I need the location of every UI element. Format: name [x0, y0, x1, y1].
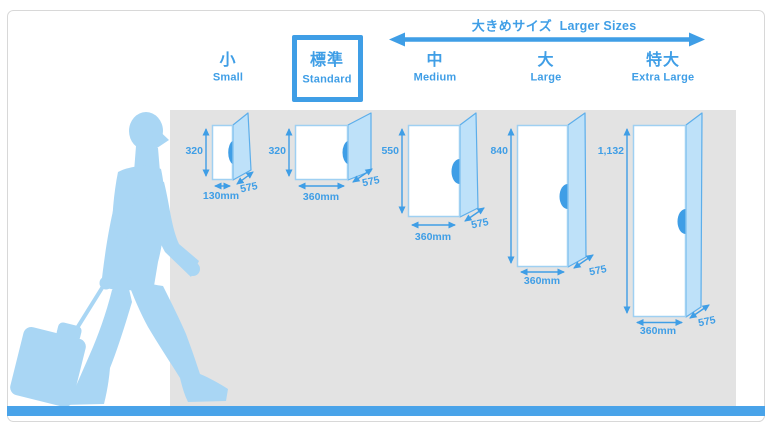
height-label-medium: 550: [381, 144, 399, 157]
width-label-large: 360mm: [523, 274, 561, 287]
height-label-small: 320: [185, 144, 203, 157]
size-label-ja-standard: 標準: [309, 52, 345, 69]
larger-sizes-arrow: [389, 32, 705, 47]
traveler-rear-arm: [101, 174, 138, 290]
floor-bar: [7, 406, 765, 416]
locker-medium-side-panel: [459, 112, 479, 218]
header-title-ja: 大きめサイズ: [471, 18, 553, 34]
locker-standard-side-panel: [347, 112, 372, 181]
suitcase-handle: [56, 322, 82, 342]
suitcase: [10, 322, 86, 408]
header-title-en: Larger Sizes: [559, 18, 637, 33]
locker-large-door: [516, 124, 569, 268]
locker-small-handle: [228, 141, 233, 164]
locker-extra-large-handle: [677, 209, 686, 234]
locker-standard-handle: [342, 141, 348, 164]
standard-highlight-box: [292, 35, 363, 102]
traveler-rear-leg: [60, 276, 132, 405]
size-label-en-extra-large: Extra Large: [631, 71, 695, 84]
height-label-large: 840: [490, 144, 508, 157]
locker-small-depth-arrow: [236, 171, 254, 185]
locker-extra-large-side-panel: [685, 112, 703, 318]
locker-extra-large-depth-arrow: [689, 304, 710, 319]
locker-large: [507, 112, 594, 276]
locker-standard-depth-arrow: [352, 168, 373, 183]
image-frame: [7, 10, 765, 422]
size-label-en-large: Large: [530, 71, 562, 84]
locker-extra-large: [623, 112, 710, 326]
suitcase-body: [10, 326, 86, 408]
traveler-front-arm: [145, 176, 199, 277]
locker-medium-depth-arrow: [464, 207, 485, 222]
locker-large-depth-arrow: [573, 254, 594, 269]
size-label-ja-medium: 中: [426, 52, 444, 69]
width-label-extra-large: 360mm: [639, 324, 677, 337]
size-label-en-small: Small: [212, 71, 244, 84]
height-label-extra-large: 1,132: [597, 144, 624, 157]
size-label-en-medium: Medium: [413, 71, 457, 84]
arrowhead-right: [689, 32, 705, 47]
size-label-ja-extra-large: 特大: [645, 52, 681, 69]
traveler-neck: [134, 146, 160, 172]
traveler-silhouette: [10, 112, 228, 408]
locker-medium: [398, 112, 485, 229]
width-label-small: 130mm: [202, 189, 240, 202]
locker-large-handle: [559, 184, 568, 209]
locker-large-side-panel: [567, 112, 587, 268]
size-label-ja-large: 大: [537, 52, 555, 69]
height-label-standard: 320: [268, 144, 286, 157]
locker-extra-large-door: [632, 124, 687, 318]
locker-standard: [285, 112, 373, 190]
traveler-front-hand: [186, 262, 200, 276]
traveler-face: [152, 124, 169, 150]
locker-small-side-panel: [232, 112, 252, 181]
size-label-en-standard: Standard: [302, 73, 352, 86]
arrowhead-left: [389, 32, 405, 47]
width-label-medium: 360mm: [414, 230, 452, 243]
traveler-front-leg: [126, 276, 228, 402]
width-label-standard: 360mm: [302, 190, 340, 203]
locker-medium-handle: [451, 159, 460, 184]
locker-medium-door: [407, 124, 461, 218]
suitcase-handle-rod: [72, 278, 109, 335]
locker-small: [202, 112, 254, 190]
size-label-ja-small: 小: [219, 52, 237, 69]
locker-standard-door: [294, 124, 349, 181]
